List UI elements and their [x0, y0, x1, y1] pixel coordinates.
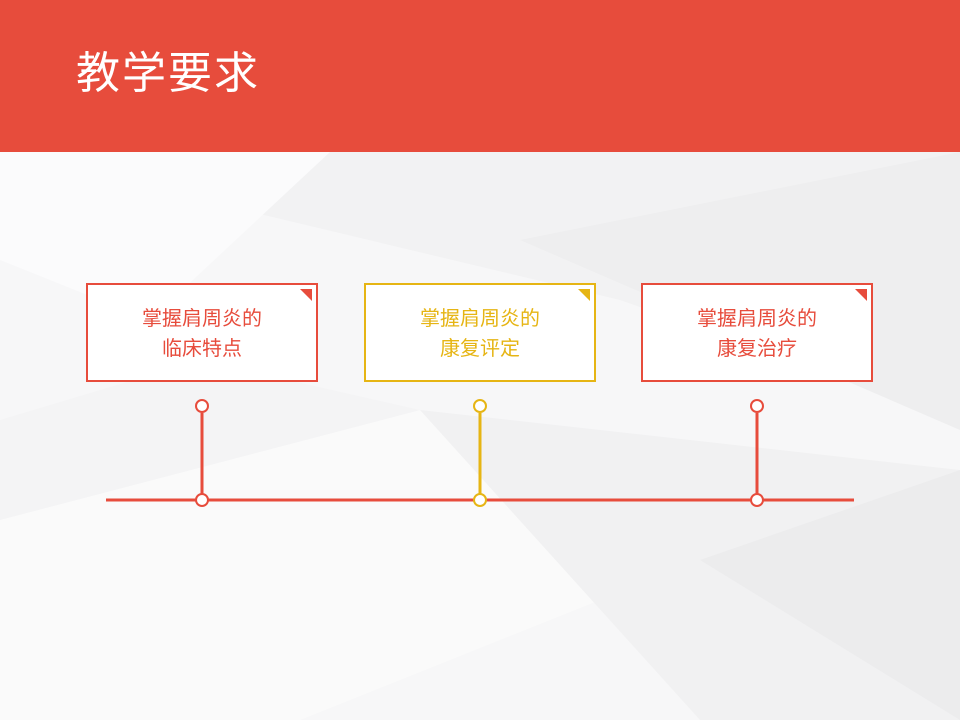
requirement-card-2: 掌握肩周炎的 康复评定: [364, 283, 596, 382]
requirement-card-3: 掌握肩周炎的 康复治疗: [641, 283, 873, 382]
card-3-line-1: 掌握肩周炎的: [697, 305, 817, 330]
connector-3-top-node: [750, 399, 764, 413]
corner-triangle-icon: [300, 289, 312, 301]
page-title: 教学要求: [76, 48, 260, 99]
card-2-line-2: 康复评定: [440, 335, 520, 360]
requirement-card-1: 掌握肩周炎的 临床特点: [86, 283, 318, 382]
connector-1-axis-node: [195, 493, 209, 507]
header-band: [0, 0, 960, 152]
card-3-line-2: 康复治疗: [717, 335, 797, 360]
connector-3-axis-node: [750, 493, 764, 507]
corner-triangle-icon: [855, 289, 867, 301]
connector-2-axis-node: [473, 493, 487, 507]
card-1-line-2: 临床特点: [162, 335, 242, 360]
card-2-line-1: 掌握肩周炎的: [420, 305, 540, 330]
card-1-line-1: 掌握肩周炎的: [142, 305, 262, 330]
connector-2-top-node: [473, 399, 487, 413]
corner-triangle-icon: [578, 289, 590, 301]
connector-1-top-node: [195, 399, 209, 413]
